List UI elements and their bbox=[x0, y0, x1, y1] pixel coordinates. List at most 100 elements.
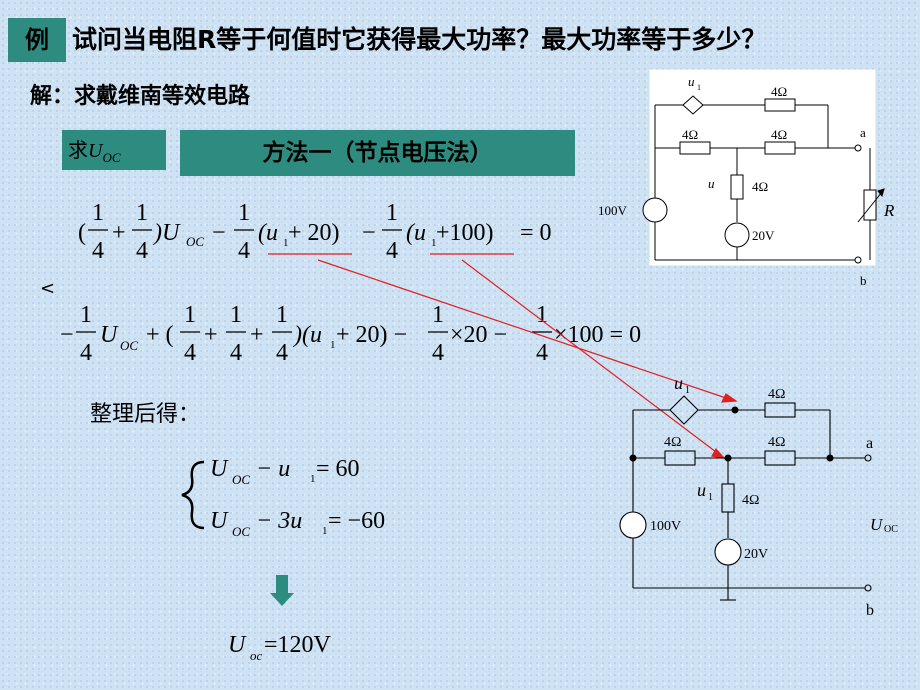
eq1-uoc: )U bbox=[152, 220, 181, 246]
top-r2: 4Ω bbox=[682, 127, 698, 142]
eq2-f6-den: 4 bbox=[536, 340, 548, 366]
bot-u1-side-sub: 1 bbox=[708, 492, 713, 503]
eq2-times1: ×20 − bbox=[450, 322, 507, 348]
bot-node-a: a bbox=[866, 435, 873, 452]
sys1-u: U bbox=[210, 456, 229, 482]
eq2-f1-den: 4 bbox=[80, 340, 92, 366]
find-sub: OC bbox=[102, 150, 121, 165]
top-v2: 20V bbox=[752, 228, 775, 243]
circuit-top-labels: u 1 4Ω 4Ω 4Ω 4Ω 100V 20V R a b u bbox=[598, 74, 895, 288]
eq2-f5-den: 4 bbox=[432, 340, 444, 366]
eq2-f1-num: 1 bbox=[80, 302, 92, 328]
sys1-end: = 60 bbox=[316, 456, 360, 482]
sys1-sub2: 1 bbox=[310, 473, 316, 485]
find-uoc-label: 求UOC bbox=[62, 130, 166, 170]
eq1-f3-den: 4 bbox=[238, 238, 250, 264]
eq2-plus: + ( bbox=[146, 322, 174, 348]
eq1-f2-den: 4 bbox=[136, 238, 148, 264]
result-sub: oc bbox=[250, 648, 263, 663]
sys2-sub2: 1 bbox=[322, 525, 328, 537]
top-u1-side: u bbox=[708, 176, 715, 191]
rearrange-label: 整理后得： bbox=[90, 402, 201, 427]
equation-system: U OC − u 1 = 60 U OC − 3u 1 = −60 bbox=[181, 456, 385, 539]
eq1-group1-sub: 1 bbox=[283, 237, 289, 249]
eq2-f3-num: 1 bbox=[230, 302, 242, 328]
bot-u1-side: u bbox=[697, 480, 706, 500]
circuit-bottom-labels: u 1 4Ω 4Ω 4Ω 4Ω 100V 20V u 1 U OC a b bbox=[650, 373, 898, 619]
eq1-group2-sub: 1 bbox=[431, 237, 437, 249]
eq2-f4-num: 1 bbox=[276, 302, 288, 328]
sys2-sub: OC bbox=[232, 524, 250, 539]
eq1-open: ( bbox=[78, 220, 86, 246]
top-r3: 4Ω bbox=[771, 127, 787, 142]
eq1-f2-num: 1 bbox=[136, 200, 148, 226]
find-var: U bbox=[88, 140, 103, 162]
sys1-sub: OC bbox=[232, 472, 250, 487]
bot-r2: 4Ω bbox=[664, 435, 681, 450]
eq2-f6-num: 1 bbox=[536, 302, 548, 328]
bot-r3: 4Ω bbox=[768, 435, 785, 450]
eq1-f4-num: 1 bbox=[386, 200, 398, 226]
sys1-rest: − u bbox=[256, 456, 290, 482]
result-u: U bbox=[228, 632, 247, 658]
side-mark: < bbox=[40, 278, 56, 299]
eq1-group2-rest: +100) bbox=[436, 220, 494, 246]
bot-v1: 100V bbox=[650, 519, 681, 534]
eq2-u: U bbox=[100, 322, 119, 348]
eq1-plus: + bbox=[112, 220, 126, 246]
eq2-f5-num: 1 bbox=[432, 302, 444, 328]
circuit-top bbox=[642, 69, 885, 266]
bot-r1: 4Ω bbox=[768, 387, 785, 402]
bot-node-b: b bbox=[866, 602, 874, 619]
top-r4: 4Ω bbox=[752, 179, 768, 194]
eq1-f4-den: 4 bbox=[386, 238, 398, 264]
eq2-f2-den: 4 bbox=[184, 340, 196, 366]
bot-u1: u bbox=[674, 373, 683, 393]
sys2-u: U bbox=[210, 508, 229, 534]
bot-uoc: U bbox=[870, 515, 884, 534]
bot-u1-sub: 1 bbox=[685, 385, 690, 396]
eq2-group-rest: + 20) − bbox=[336, 322, 407, 348]
equation-1: ( 1 4 + 1 4 )U OC − 1 4 (u 1 + 20) − 1 4… bbox=[78, 200, 552, 264]
eq2-group-sub: 1 bbox=[330, 339, 336, 351]
circuit-bottom bbox=[619, 395, 872, 601]
eq2-u-sub: OC bbox=[120, 338, 138, 353]
result-rest: =120V bbox=[264, 632, 332, 658]
eq1-group1: (u bbox=[258, 220, 278, 246]
eq1-uoc-sub: OC bbox=[186, 234, 204, 249]
top-u1-sub: 1 bbox=[697, 83, 701, 92]
eq1-minus2: − bbox=[362, 220, 376, 246]
eq2-p2: + bbox=[250, 322, 264, 348]
find-prefix: 求 bbox=[68, 138, 88, 162]
top-node-a: a bbox=[860, 125, 866, 140]
top-r1: 4Ω bbox=[771, 84, 787, 99]
equation-2: − 1 4 U OC + ( 1 4 + 1 4 + 1 4 )(u 1 + 2… bbox=[60, 302, 641, 366]
top-v1: 100V bbox=[598, 203, 628, 218]
bot-v2: 20V bbox=[744, 547, 768, 562]
result-equation: U oc =120V bbox=[228, 632, 332, 663]
eq2-f4-den: 4 bbox=[276, 340, 288, 366]
top-load: R bbox=[883, 201, 895, 220]
bot-r4: 4Ω bbox=[742, 493, 759, 508]
top-node-b: b bbox=[860, 273, 867, 288]
method-label: 方法一（节点电压法） bbox=[180, 130, 575, 176]
eq1-f1-den: 4 bbox=[92, 238, 104, 264]
eq1-f1-num: 1 bbox=[92, 200, 104, 226]
example-tag: 例 bbox=[8, 18, 66, 62]
eq2-times2: ×100 = 0 bbox=[554, 322, 641, 348]
eq1-group1-rest: + 20) bbox=[288, 220, 340, 246]
eq2-lead: − bbox=[60, 322, 74, 348]
eq1-minus1: − bbox=[212, 220, 226, 246]
down-arrow-icon bbox=[270, 575, 294, 606]
eq1-group2: (u bbox=[406, 220, 426, 246]
eq2-group: )(u bbox=[292, 322, 322, 348]
eq1-equals: = 0 bbox=[520, 220, 552, 246]
bot-uoc-sub: OC bbox=[884, 524, 898, 535]
eq1-f3-num: 1 bbox=[238, 200, 250, 226]
eq2-f3-den: 4 bbox=[230, 340, 242, 366]
sys2-rest: − 3u bbox=[256, 508, 302, 534]
top-u1: u bbox=[688, 74, 695, 89]
solution-subtitle: 解：求戴维南等效电路 bbox=[30, 84, 251, 109]
sys2-end: = −60 bbox=[328, 508, 385, 534]
